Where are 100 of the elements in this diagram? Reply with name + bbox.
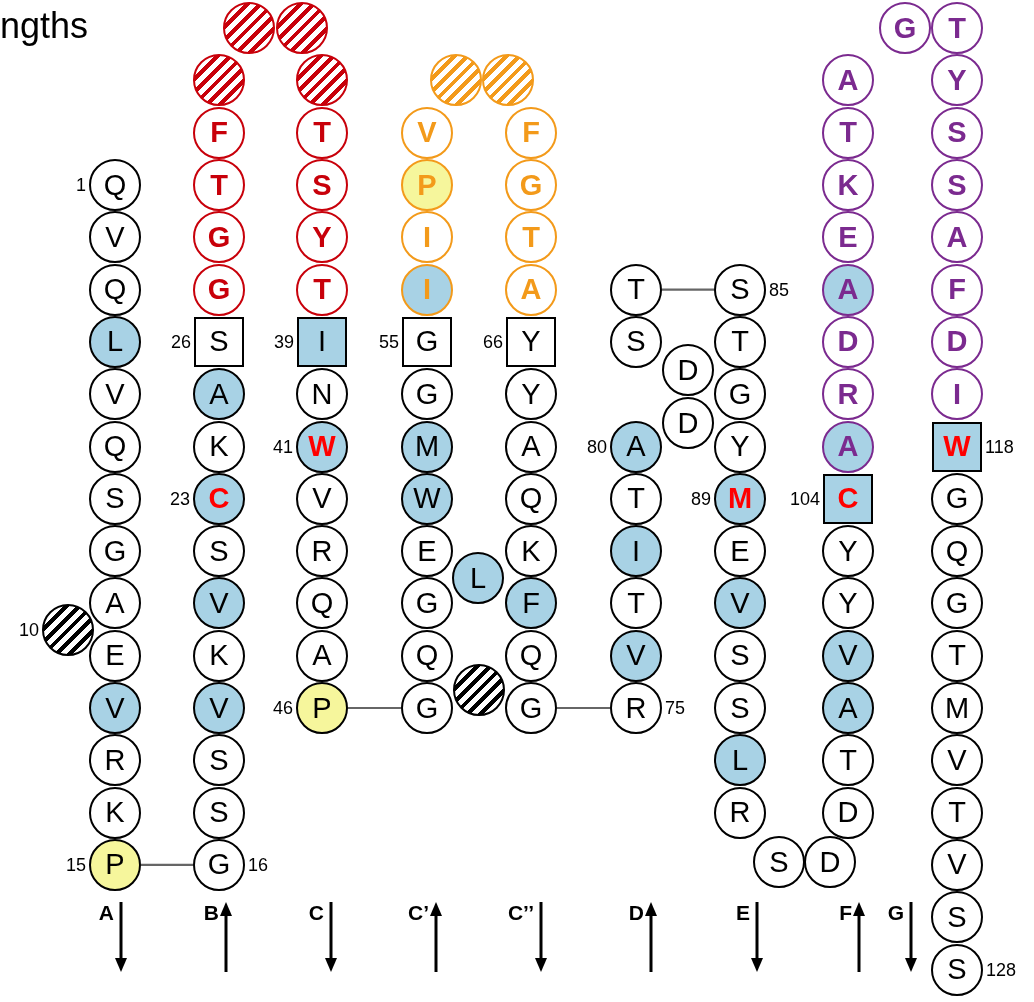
residue-circle: T: [931, 629, 983, 682]
residue-circle: S: [931, 891, 983, 944]
residue-circle: A: [505, 420, 557, 473]
residue-circle: S: [931, 106, 983, 159]
residue-circle: E: [822, 211, 874, 264]
residue-square: S: [194, 316, 244, 367]
position-number: 128: [986, 960, 1017, 979]
strand-label: G: [887, 902, 904, 923]
residue-circle: L: [89, 315, 141, 368]
residue-circle: F: [931, 263, 983, 316]
residue-circle: G: [714, 368, 766, 421]
residue-circle: V: [610, 629, 662, 682]
strand-label: E: [736, 902, 750, 923]
residue-circle: Y: [296, 211, 348, 264]
residue-circle: A: [822, 682, 874, 734]
residue-square: C: [823, 473, 873, 524]
title-text: ngths: [0, 6, 89, 46]
residue-circle: G: [193, 838, 245, 891]
hatched-circle: [453, 664, 505, 716]
residue-circle: T: [505, 211, 557, 264]
residue-circle: D: [931, 315, 983, 368]
hatched-circle: [482, 54, 534, 107]
residue-circle: E: [714, 525, 766, 578]
residue-circle: T: [610, 577, 662, 630]
residue-circle: I: [401, 263, 453, 316]
residue-circle: G: [931, 472, 983, 525]
residue-circle: L: [714, 734, 766, 787]
residue-circle: A: [610, 420, 662, 473]
position-number: 55: [378, 332, 399, 351]
residue-circle: I: [931, 368, 983, 421]
hatched-circle: [223, 2, 275, 54]
hatched-circle: [296, 54, 348, 107]
hatched-circle: [42, 604, 94, 656]
residue-circle: R: [296, 525, 348, 578]
residue-circle: A: [822, 54, 874, 107]
position-number: 89: [690, 489, 711, 508]
hatched-circle: [430, 54, 482, 107]
residue-circle: K: [822, 159, 874, 211]
residue-circle: R: [822, 368, 874, 421]
residue-circle: G: [193, 211, 245, 264]
residue-circle: F: [193, 106, 245, 159]
residue-circle: S: [714, 682, 766, 734]
residue-circle: Y: [931, 54, 983, 107]
residue-circle: I: [401, 211, 453, 264]
strand-label: C’: [408, 902, 429, 923]
residue-circle: T: [296, 106, 348, 159]
residue-circle: W: [401, 472, 453, 525]
residue-circle: C: [193, 472, 245, 525]
residue-circle: E: [89, 629, 141, 682]
residue-circle: D: [822, 315, 874, 368]
residue-circle: D: [662, 397, 714, 449]
position-number: 10: [18, 621, 39, 639]
residue-circle: S: [714, 263, 766, 316]
residue-circle: G: [505, 159, 557, 211]
residue-square: Y: [506, 316, 556, 367]
strand-label: D: [628, 902, 644, 923]
residue-circle: M: [931, 682, 983, 734]
connector-line: [557, 706, 610, 710]
residue-circle: D: [662, 344, 714, 396]
position-number: 15: [65, 855, 86, 874]
residue-circle: R: [610, 682, 662, 734]
position-number: 26: [170, 332, 191, 351]
strand-label: B: [203, 902, 219, 923]
position-number: 46: [272, 699, 293, 717]
residue-circle: T: [610, 472, 662, 525]
residue-circle: K: [193, 420, 245, 473]
residue-circle: V: [89, 368, 141, 421]
residue-circle: S: [193, 525, 245, 578]
residue-circle: K: [89, 786, 141, 839]
residue-circle: T: [610, 263, 662, 316]
residue-circle: V: [89, 211, 141, 264]
residue-circle: G: [401, 682, 453, 734]
residue-circle: P: [401, 159, 453, 211]
position-number: 75: [665, 699, 686, 717]
residue-circle: G: [879, 2, 931, 54]
residue-circle: Y: [822, 577, 874, 630]
residue-circle: T: [931, 786, 983, 839]
residue-circle: S: [931, 159, 983, 211]
residue-circle: V: [89, 682, 141, 734]
residue-square: W: [932, 421, 982, 472]
residue-circle: W: [296, 420, 348, 473]
residue-circle: M: [714, 472, 766, 525]
residue-circle: V: [714, 577, 766, 630]
residue-circle: S: [296, 159, 348, 211]
residue-circle: Q: [931, 525, 983, 578]
residue-circle: A: [931, 211, 983, 264]
residue-circle: Y: [714, 420, 766, 473]
residue-circle: T: [714, 315, 766, 368]
residue-square: I: [297, 316, 347, 367]
position-number: 16: [248, 855, 269, 874]
residue-circle: S: [753, 836, 805, 888]
residue-circle: Q: [89, 263, 141, 316]
residue-circle: D: [822, 786, 874, 839]
residue-circle: E: [401, 525, 453, 578]
residue-circle: V: [931, 838, 983, 891]
position-number: 41: [272, 437, 293, 456]
residue-circle: F: [505, 577, 557, 630]
residue-circle: G: [193, 263, 245, 316]
residue-circle: T: [296, 263, 348, 316]
residue-circle: A: [822, 420, 874, 473]
